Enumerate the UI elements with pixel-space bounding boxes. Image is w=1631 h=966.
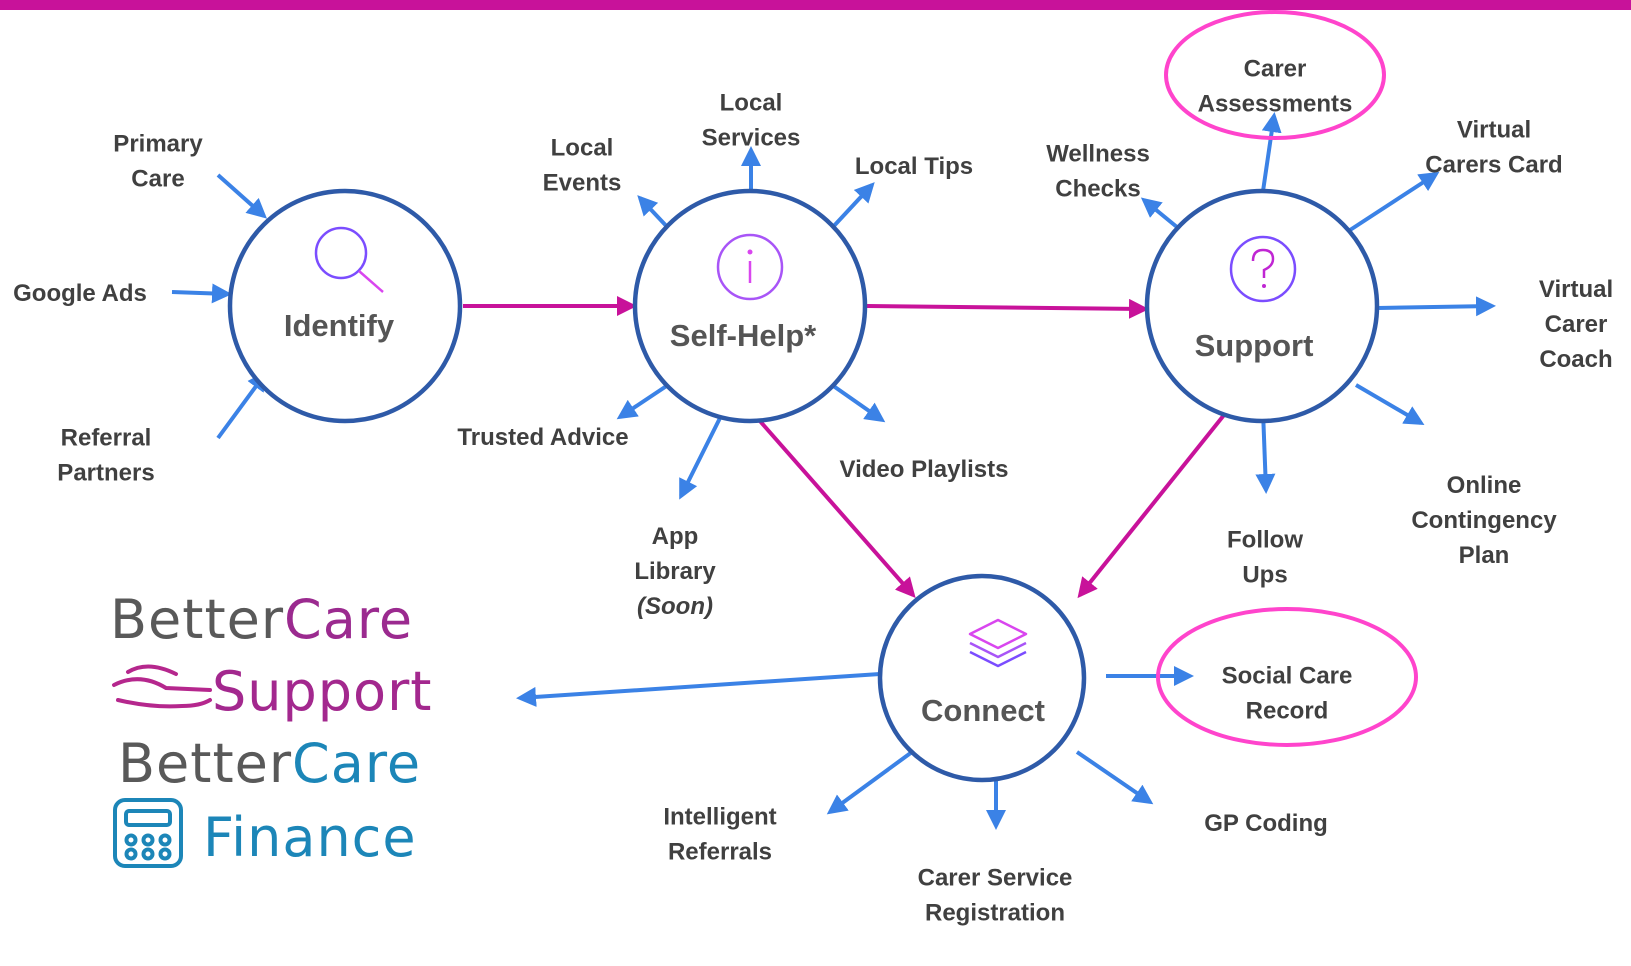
top-accent-bar [0,0,1631,10]
arrow-google-ads [171,283,232,304]
arrow-app-library [679,413,724,500]
selfhelp-title: Self-Help* [669,318,817,353]
label-local-tips: Local Tips [854,153,974,180]
arrow-referral-partners [216,370,268,440]
arrow-video-playlists [830,383,886,423]
social-care-record-highlight [1156,607,1418,747]
arrow-betterc-logo [516,672,881,707]
calculator-icon [113,798,183,868]
flow-selfhelp-to-support [866,298,1149,319]
support-title: Support [1194,328,1314,363]
finance-logo-word: Finance [203,806,417,869]
flow-diagram [112,10,1496,868]
search-icon [314,226,384,293]
bettercare-logo-bottom: BetterCare [118,732,422,795]
arrow-primary-care [216,173,267,219]
label-google-ads: Google Ads [13,280,147,307]
connect-title: Connect [921,693,1045,728]
arrow-carer-assessments [1260,112,1282,199]
support-logo-word: Support [212,660,433,723]
support-node [1144,188,1380,424]
label-trusted-advice: Trusted Advice [457,424,629,451]
identify-node [227,188,463,424]
hand-heart-icon [112,664,212,709]
label-gp-coding: GP Coding [1204,810,1328,837]
arrow-follow-ups [1255,410,1276,494]
arrow-trusted-advice [616,383,670,420]
arrow-local-tips [830,182,875,230]
bettercare-logo-top: BetterCare [110,588,414,651]
flow-support-to-connect [1077,408,1230,599]
arrow-virtual-carer-coach [1377,296,1496,317]
info-icon [716,233,784,301]
arrow-gp-coding [1075,750,1154,805]
arrow-online-contingency [1354,383,1425,426]
arrow-intelligent-referrals [826,750,914,815]
flow-selfhelp-to-connect [750,410,916,599]
layers-icon [968,618,1028,668]
arrow-virtual-carers-card [1345,171,1440,234]
identify-title: Identify [283,308,395,343]
connect-node [877,573,1087,783]
selfhelp-node [632,188,868,424]
label-video-playlists: Video Playlists [839,456,1009,483]
question-icon [1229,235,1297,303]
carer-assessments-highlight [1164,10,1386,140]
